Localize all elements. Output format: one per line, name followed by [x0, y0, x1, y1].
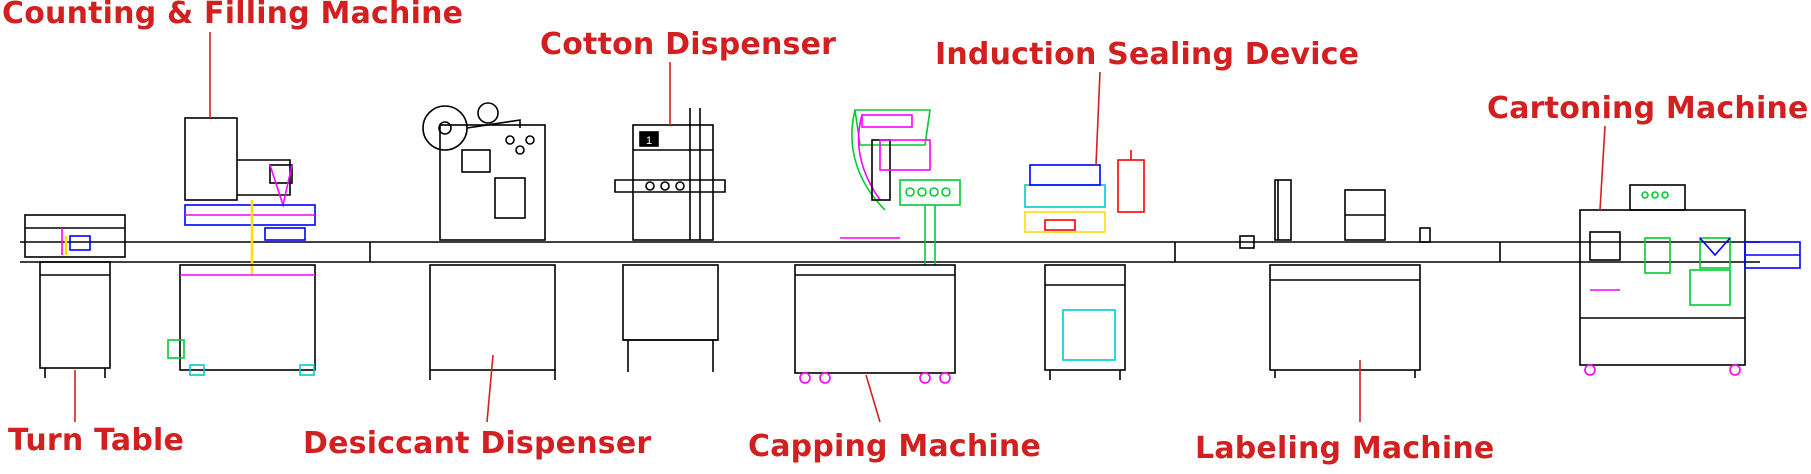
labeling-machine [1239, 179, 1431, 378]
label-turn-table: Turn Table [8, 423, 185, 458]
label-counting-filling-machine: Counting & Filling Machine [2, 0, 464, 31]
label-capping-machine: Capping Machine [748, 429, 1041, 464]
cartoning-machine [1579, 184, 1801, 376]
turn-table-machine [24, 214, 126, 378]
counting-filling-machine [167, 117, 316, 376]
desiccant-dispenser-machine [422, 102, 556, 380]
label-cotton-dispenser: Cotton Dispenser [540, 27, 837, 62]
main-conveyor [20, 241, 1760, 263]
label-leader-lines [74, 32, 1606, 423]
label-desiccant-dispenser: Desiccant Dispenser [303, 426, 652, 461]
capping-machine [794, 109, 961, 384]
label-cartoning-machine: Cartoning Machine [1487, 91, 1809, 126]
label-labeling-machine: Labeling Machine [1195, 431, 1495, 466]
induction-sealing-machine [1024, 150, 1145, 380]
cotton-dispenser-machine [614, 108, 726, 372]
label-induction-sealing-device: Induction Sealing Device [935, 37, 1360, 72]
cotton-panel-digit: 1 [646, 135, 652, 147]
